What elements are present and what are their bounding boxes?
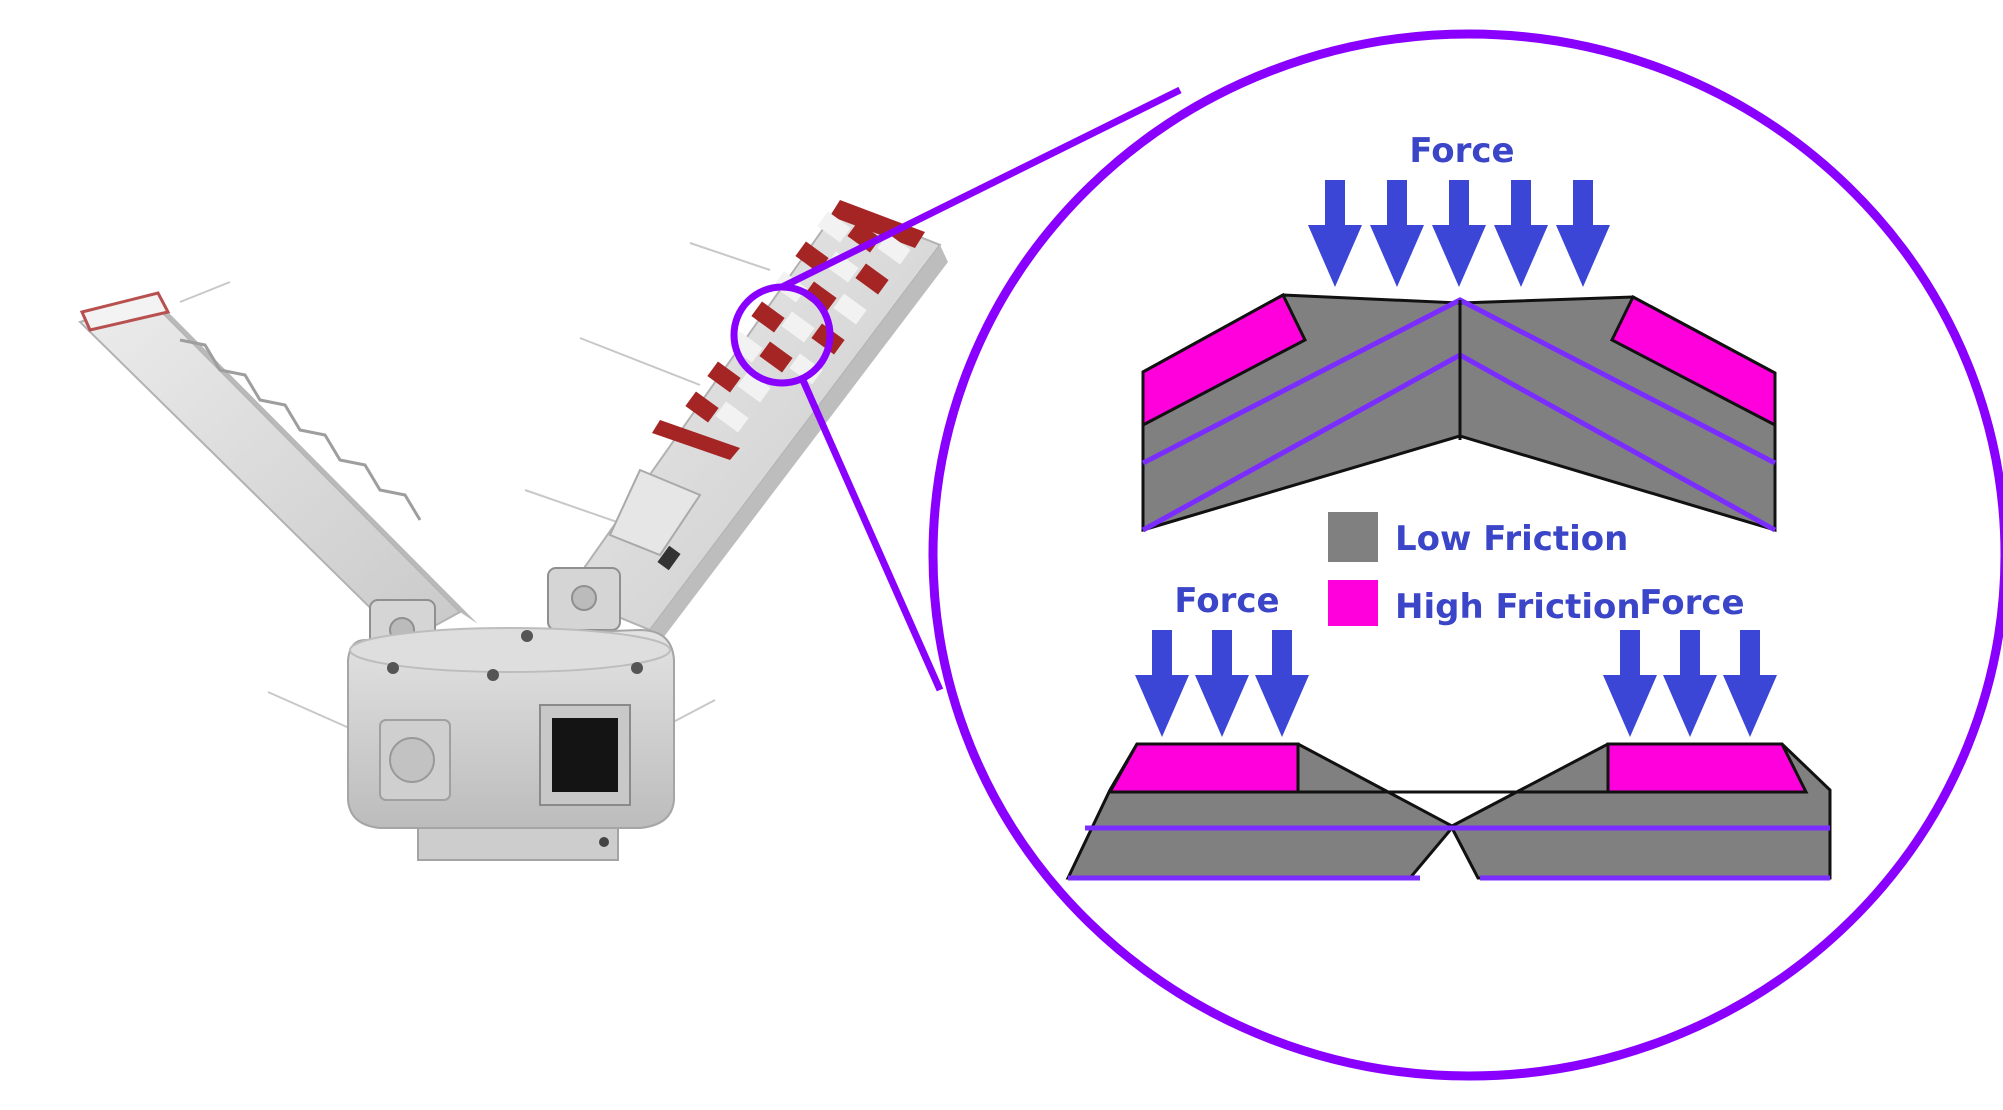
gripper-render-image xyxy=(78,200,948,861)
high-friction-pad-left xyxy=(1141,292,1307,428)
legend: Low Friction High Friction xyxy=(1328,512,1641,627)
gripper-base xyxy=(347,627,675,861)
down-arrow-icon xyxy=(1494,180,1548,287)
down-arrow-icon xyxy=(1556,180,1610,287)
left-finger-arm xyxy=(78,291,478,644)
down-arrow-icon xyxy=(1370,180,1424,287)
legend-label-low: Low Friction xyxy=(1395,519,1628,559)
down-arrow-icon xyxy=(1432,180,1486,287)
zoom-connector-bottom xyxy=(798,376,944,692)
down-arrow-icon xyxy=(1255,630,1309,737)
legend-swatch-high xyxy=(1328,580,1378,626)
legend-label-high: High Friction xyxy=(1395,587,1641,627)
high-friction-pad-bottom-left xyxy=(1107,742,1300,794)
down-arrow-icon xyxy=(1308,180,1362,287)
down-arrow-icon xyxy=(1603,630,1657,737)
legend-swatch-low xyxy=(1328,512,1378,562)
force-label-bottom-left: Force xyxy=(1174,581,1279,621)
force-arrows-bottom-right xyxy=(1603,630,1777,737)
down-arrow-icon xyxy=(1135,630,1189,737)
high-friction-pad-bottom-right xyxy=(1606,742,1809,794)
force-arrows-top xyxy=(1308,180,1610,287)
force-label-bottom-right: Force xyxy=(1639,583,1744,623)
friction-pads xyxy=(652,200,925,460)
detail-flat-state: Force Force xyxy=(1065,581,1832,881)
zoom-connector-top xyxy=(780,86,1182,291)
down-arrow-icon xyxy=(1195,630,1249,737)
force-arrows-bottom-left xyxy=(1135,630,1309,737)
high-friction-pad-right xyxy=(1610,294,1777,428)
detail-folded-state: Force xyxy=(1141,131,1777,533)
down-arrow-icon xyxy=(1663,630,1717,737)
down-arrow-icon xyxy=(1723,630,1777,737)
force-label-top: Force xyxy=(1409,131,1514,171)
